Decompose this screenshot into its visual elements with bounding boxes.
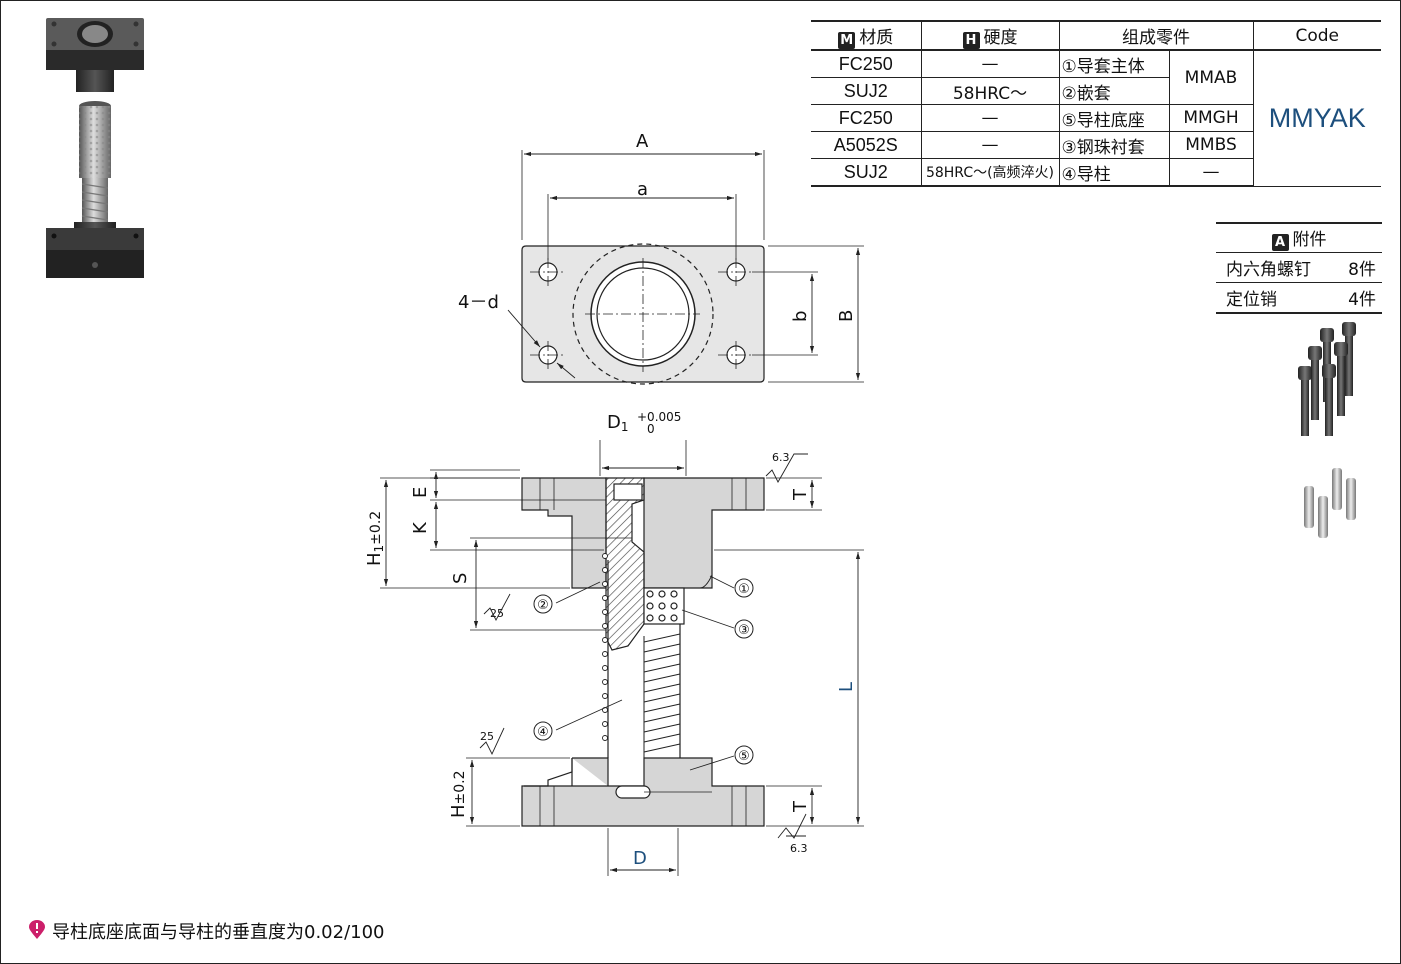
accessory-badge: A (1271, 234, 1289, 251)
dim-L: L (836, 682, 857, 692)
roughness-left-lower: 25 (480, 730, 494, 743)
cell-material: SUJ2 (811, 158, 922, 187)
cell-hardness: — (920, 104, 1060, 132)
table-row: A5052S — ③钢珠衬套 MMBS (811, 131, 1381, 159)
table-row: FC250 — ⑤导柱底座 MMGH (811, 104, 1381, 132)
cell-part: ②嵌套 (1058, 77, 1169, 105)
callout-4: ④ (537, 725, 549, 740)
dim-B: B (836, 310, 857, 322)
callout-3: ③ (738, 623, 750, 638)
accessory-name: 定位销 (1216, 282, 1338, 314)
dim-b: b (790, 311, 811, 322)
dim-A: A (636, 131, 649, 152)
dim-H: H±0.2 (448, 770, 469, 818)
dim-T-top: T (790, 488, 811, 501)
note-pin-icon (29, 920, 45, 939)
cell-part: ①导套主体 (1058, 49, 1170, 78)
dim-T-bottom: T (790, 800, 811, 813)
cell-material: SUJ2 (811, 77, 922, 105)
dim-H1: H1±0.2 (364, 511, 386, 566)
dim-E: E (410, 487, 431, 498)
callout-5: ⑤ (738, 749, 750, 764)
cell-hardness: 58HRC～ (920, 77, 1060, 105)
callout-1: ① (738, 582, 750, 597)
dim-D1: D1 (607, 412, 629, 434)
accessory-name: 内六角螺钉 (1216, 252, 1338, 283)
dim-a: a (637, 179, 648, 200)
cell-material: A5052S (811, 131, 922, 159)
dim-D: D (633, 848, 647, 869)
roughness-bottom: 6.3 (790, 842, 808, 855)
dim-D1-tol-upper: +0.005 (637, 410, 681, 424)
cell-part-code: — (1168, 158, 1253, 187)
product-photo (46, 18, 144, 278)
roughness-left-upper: 25 (490, 607, 504, 620)
screws-illustration (1298, 322, 1356, 436)
dim-K: K (410, 521, 431, 534)
accessory-qty: 8件 (1337, 252, 1382, 283)
cell-part: ③钢珠衬套 (1058, 131, 1170, 159)
header-code: Code (1252, 20, 1381, 51)
cell-hardness: — (920, 49, 1060, 78)
perpendicularity-note: 导柱底座底面与导柱的垂直度为0.02/100 (28, 918, 385, 944)
cell-part: ④导柱 (1058, 158, 1170, 187)
cell-part-code: MMGH (1168, 104, 1253, 132)
hardness-badge: H (962, 31, 980, 49)
pins-illustration (1304, 468, 1356, 538)
table-row: SUJ2 58HRC～ ②嵌套 (811, 77, 1381, 105)
cell-hardness: 58HRC～(高频淬火) (920, 158, 1060, 187)
table-row: SUJ2 58HRC～(高频淬火) ④导柱 — (811, 158, 1381, 187)
cell-hardness: — (920, 131, 1060, 159)
cell-part-code: MMBS (1168, 131, 1253, 159)
callout-2: ② (537, 598, 549, 613)
cell-material: FC250 (811, 104, 922, 132)
dim-S: S (450, 573, 471, 584)
material-badge: M (838, 31, 856, 49)
table-row: FC250 — ①导套主体 MMAB MMYAK (811, 49, 1381, 187)
dim-D1-tol-lower: 0 (647, 422, 655, 436)
dim-4d: 4－d (458, 292, 499, 313)
note-text: 导柱底座底面与导柱的垂直度为0.02/100 (52, 922, 385, 943)
list-item: 内六角螺钉 8件 (1216, 252, 1382, 283)
list-item: 定位销 4件 (1216, 282, 1382, 314)
cell-code: MMYAK (1252, 49, 1381, 187)
roughness-top: 6.3 (772, 451, 790, 464)
header-parts: 组成零件 (1058, 20, 1254, 51)
accessory-qty: 4件 (1337, 282, 1382, 314)
cell-material: FC250 (811, 49, 922, 78)
